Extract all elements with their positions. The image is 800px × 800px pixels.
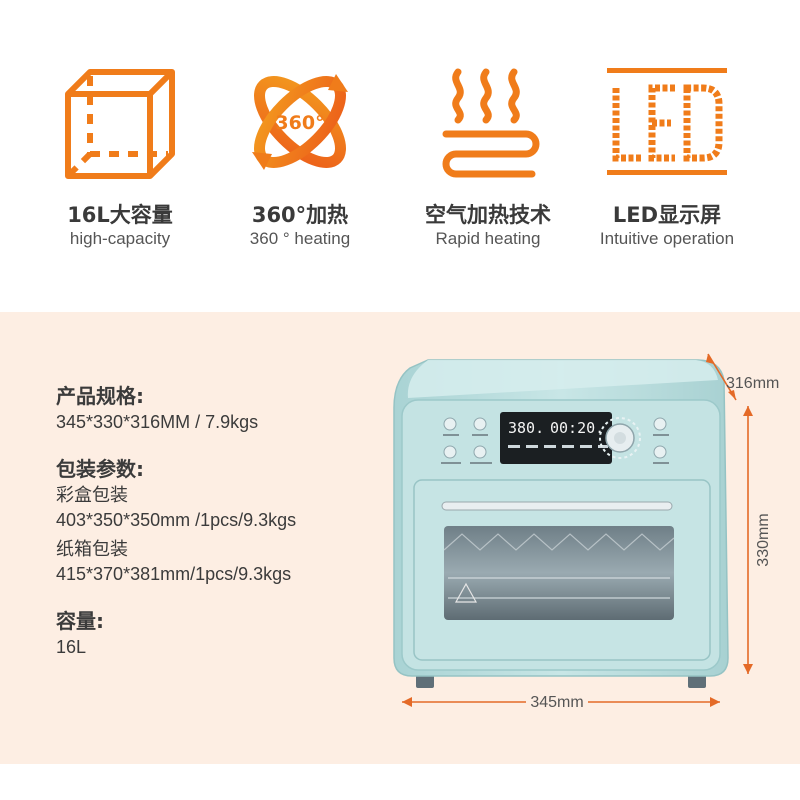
carton-label: 纸箱包装	[56, 539, 128, 559]
depth-dimension-label: 316mm	[726, 375, 779, 392]
feature-title: LED显示屏	[612, 203, 722, 227]
feature-title: 16L大容量	[67, 203, 173, 227]
control-panel: 380. 00:20.	[441, 412, 669, 464]
control-button[interactable]	[653, 445, 667, 459]
capacity-label: 容量:	[56, 609, 104, 633]
color-box-value: 403*350*350mm /1pcs/9.3kgs	[56, 510, 297, 530]
led-display	[500, 412, 612, 464]
feature-subtitle: Rapid heating	[435, 229, 541, 248]
color-box-label: 彩盒包装	[56, 485, 128, 505]
feature-subtitle: 360 ° heating	[249, 229, 351, 248]
feature-capacity: 16L大容量 high-capacity	[25, 62, 215, 250]
display-temperature: 380.	[508, 419, 544, 437]
feature-subtitle: high-capacity	[69, 229, 171, 248]
width-dimension-label: 345mm	[530, 694, 583, 711]
feature-subtitle: Intuitive operation	[599, 229, 735, 248]
feature-title: 360°加热	[251, 203, 349, 227]
feature-led-display: LED显示屏 Intuitive operation	[572, 62, 762, 250]
control-button[interactable]	[443, 417, 457, 431]
led-display-icon	[607, 68, 727, 175]
control-button[interactable]	[653, 417, 667, 431]
steam-heating-icon	[442, 68, 540, 178]
door-handle[interactable]	[441, 501, 673, 511]
feature-air-heating: 空气加热技术 Rapid heating	[393, 62, 583, 250]
display-timer: 00:20.	[550, 419, 604, 437]
rotation-360-icon: 360°	[252, 74, 348, 170]
feature-360-heating: 360° 360°加热 360 ° heating	[205, 62, 395, 250]
oven-door	[413, 479, 711, 661]
product-size-value: 345*330*316MM / 7.9kgs	[56, 412, 259, 432]
package-label: 包装参数:	[56, 457, 144, 481]
height-dimension-label: 330mm	[755, 513, 772, 566]
capacity-value: 16L	[56, 637, 87, 657]
footer-strip	[0, 764, 800, 800]
spec-list: 产品规格: 345*330*316MM / 7.9kgs 包装参数: 彩盒包装 …	[56, 382, 386, 660]
air-fryer-oven-image: 380. 00:20.	[393, 353, 779, 711]
feature-title: 空气加热技术	[425, 203, 551, 227]
warning-icon	[454, 582, 478, 603]
control-button[interactable]	[443, 445, 457, 459]
carton-value: 415*370*381mm/1pcs/9.3kgs	[56, 564, 292, 584]
control-button[interactable]	[473, 417, 487, 431]
icon-360-label: 360°	[275, 112, 324, 134]
cube-icon	[65, 69, 175, 179]
oven-window	[444, 526, 674, 620]
product-size-label: 产品规格:	[56, 384, 144, 408]
control-button[interactable]	[473, 445, 487, 459]
